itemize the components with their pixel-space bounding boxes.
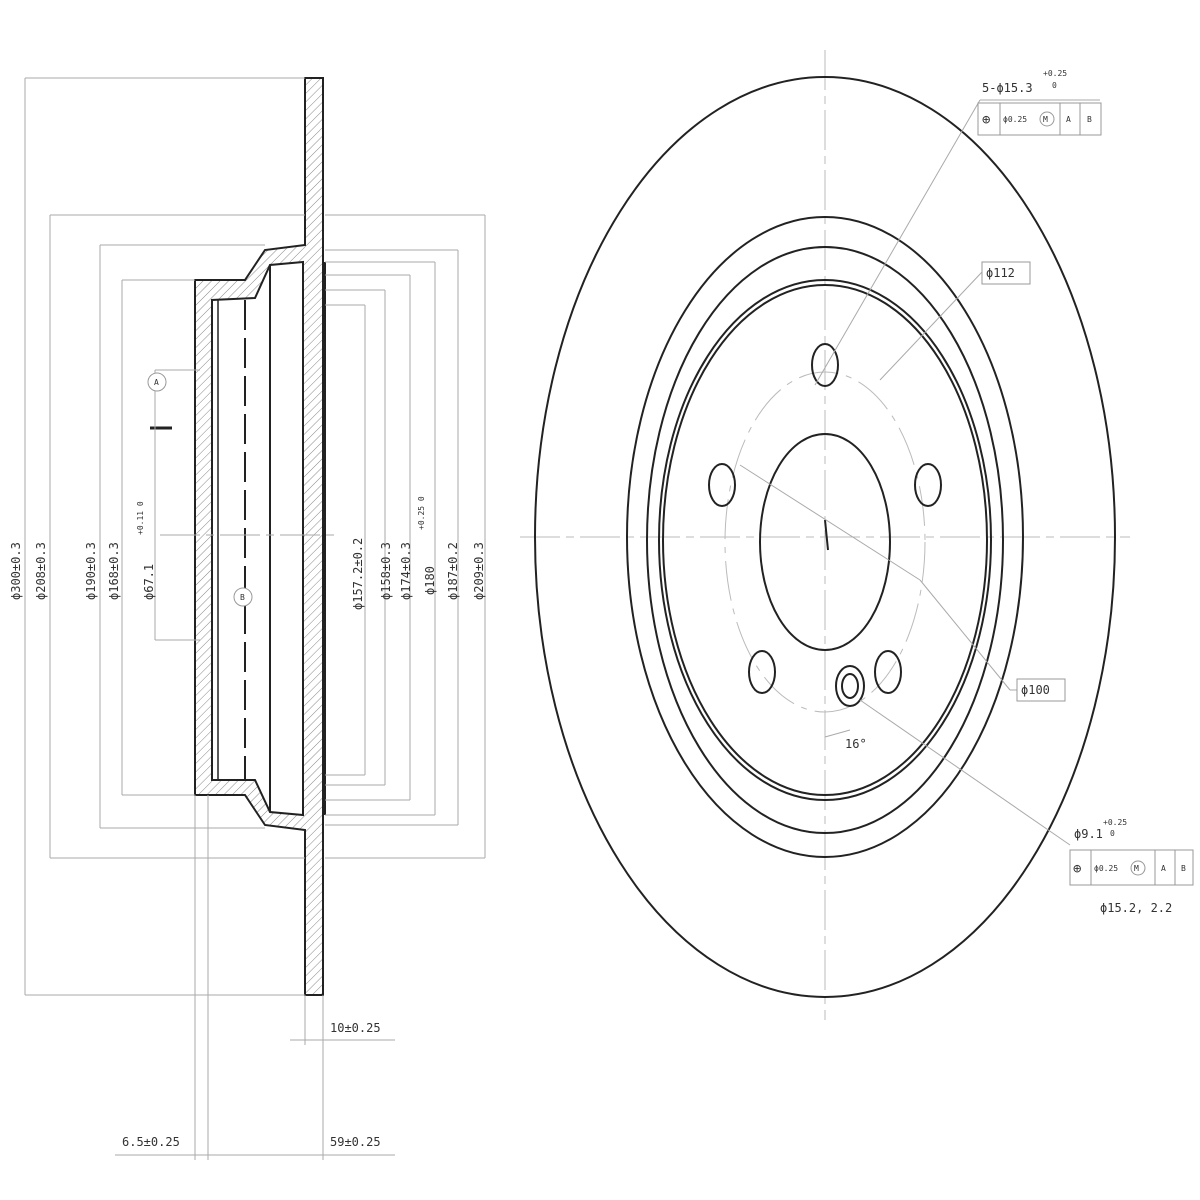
- pin-hole-spec: ϕ9.1: [1074, 827, 1103, 841]
- friction-ring-inner: [626, 216, 1024, 858]
- dim-thickness: 10±0.25: [330, 1021, 381, 1035]
- bolt-hole: [708, 463, 736, 507]
- pin-tol-upper: +0.25: [1103, 818, 1127, 827]
- disc-section-outline: [194, 77, 324, 996]
- dim-height: 59±0.25: [330, 1135, 381, 1149]
- fcf-datum-b: B: [1087, 115, 1092, 124]
- dim-157: ϕ157.2±0.2: [351, 538, 365, 610]
- bolt-hole-tol-upper: +0.25: [1043, 69, 1067, 78]
- angle-label: 16°: [845, 737, 867, 751]
- bolt-hole: [874, 650, 902, 694]
- dim-187: ϕ187±0.2: [446, 542, 460, 600]
- feature-control-frame-pin: ⊕ ϕ0.25 M A B: [1069, 849, 1194, 886]
- fcf-datum-a: A: [1066, 115, 1071, 124]
- datum-b-bubble: [233, 587, 253, 607]
- locating-pin-hole: [841, 673, 859, 699]
- datum-b-label: B: [240, 593, 245, 602]
- bolt-hole-spec: 5-ϕ15.3: [982, 81, 1033, 95]
- pin-tol-lower: 0: [1110, 829, 1115, 838]
- side-section-view: [150, 77, 326, 996]
- dim-174: ϕ174±0.3: [399, 542, 413, 600]
- side-dimension-lines: [24, 77, 486, 1160]
- dim-180: ϕ180: [423, 566, 437, 595]
- hat-outer-edge: [646, 246, 1004, 834]
- front-annotations: 5-ϕ15.3 +0.25 0 ⊕ ϕ0.25 M A B ϕ112 ϕ100 …: [845, 69, 1194, 915]
- feature-control-frame-bolt: ⊕ ϕ0.25 M A B: [977, 102, 1102, 136]
- front-view: [520, 50, 1130, 1020]
- fcf-tolerance: ϕ0.25: [1094, 864, 1118, 873]
- front-leaders: [739, 99, 1100, 846]
- datum-a-label: A: [154, 378, 159, 387]
- dim-180-tol: +0.25 0: [417, 496, 426, 530]
- center-bore: [759, 433, 891, 651]
- pcd-label: ϕ112: [986, 266, 1015, 280]
- datum-a-bubble: [147, 372, 167, 392]
- fcf-datum-b: B: [1181, 864, 1186, 873]
- fcf-modifier: M: [1134, 864, 1139, 873]
- disc-outer-edge: [534, 76, 1116, 998]
- bolt-hole: [811, 343, 839, 387]
- fcf-datum-a: A: [1161, 864, 1166, 873]
- position-icon: ⊕: [1073, 861, 1082, 877]
- dim-offset: 6.5±0.25: [122, 1135, 180, 1149]
- dim-208: ϕ208±0.3: [34, 542, 48, 600]
- dim-190: ϕ190±0.3: [84, 542, 98, 600]
- bolt-circle: [724, 371, 926, 713]
- center-bore-label: ϕ100: [1021, 683, 1050, 697]
- dim-300: ϕ300±0.3: [9, 542, 23, 600]
- hat-step-inner: [662, 284, 988, 796]
- position-icon: ⊕: [982, 112, 991, 128]
- locating-pin-hole-counterbore: [835, 665, 865, 707]
- hat-step-outer: [658, 279, 992, 801]
- dim-67-tol: +0.11 0: [136, 501, 145, 535]
- bolt-hole: [748, 650, 776, 694]
- side-dimension-labels: ϕ300±0.3 ϕ208±0.3 ϕ190±0.3 ϕ168±0.3 ϕ67.…: [9, 372, 486, 1149]
- fcf-modifier: M: [1043, 115, 1048, 124]
- bolt-hole: [914, 463, 942, 507]
- dim-67: ϕ67.1: [142, 564, 156, 600]
- dim-209: ϕ209±0.3: [472, 542, 486, 600]
- pin-note: ϕ15.2, 2.2: [1100, 901, 1172, 915]
- dim-158: ϕ158±0.3: [379, 542, 393, 600]
- dim-168: ϕ168±0.3: [107, 542, 121, 600]
- bolt-hole-tol-lower: 0: [1052, 81, 1057, 90]
- fcf-tolerance: ϕ0.25: [1003, 115, 1027, 124]
